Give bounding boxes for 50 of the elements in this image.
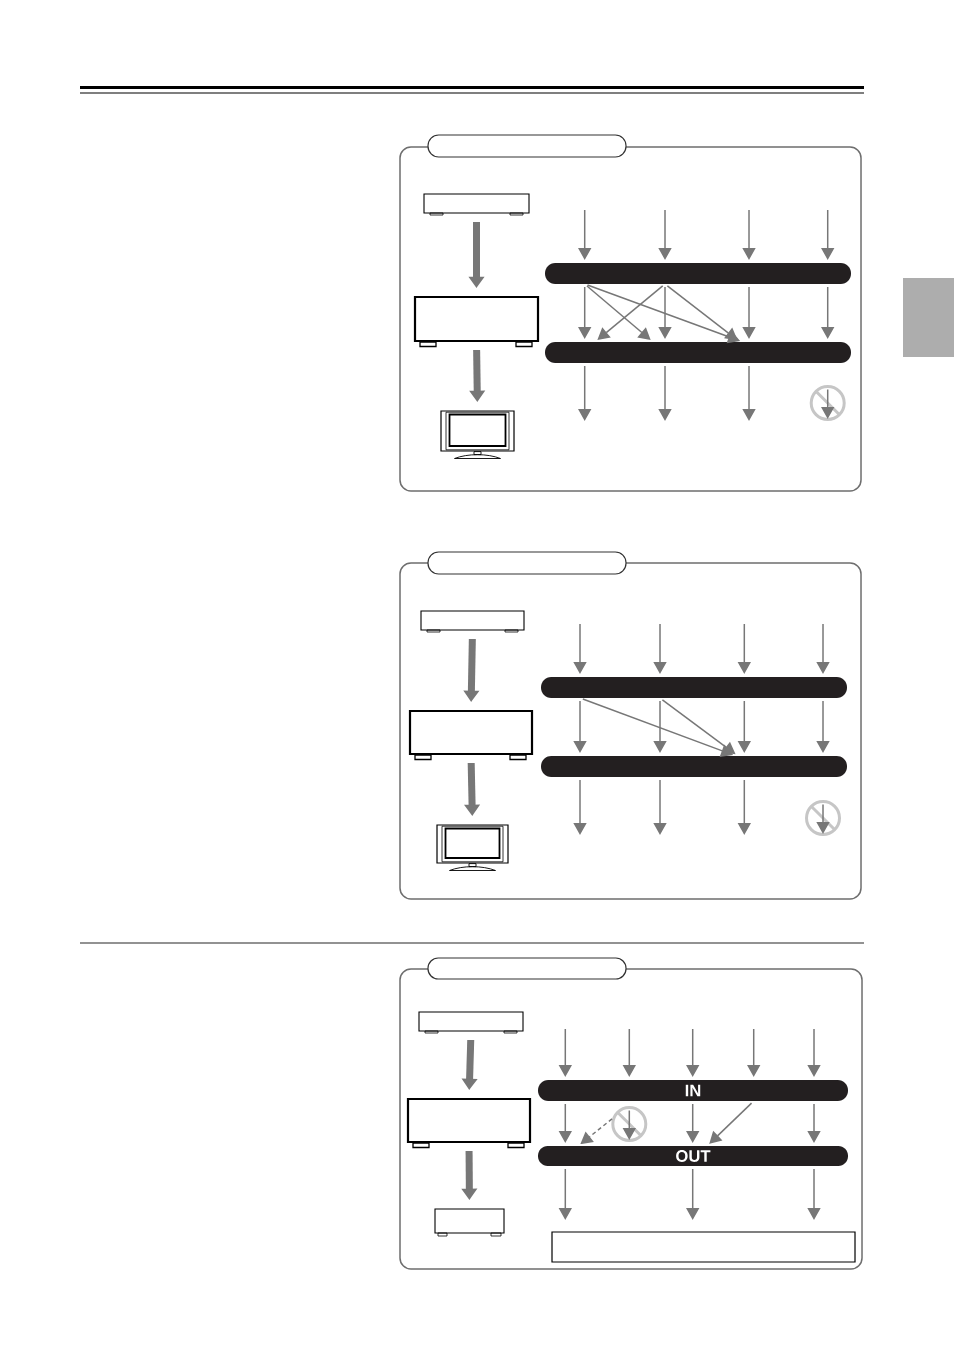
receiver-drawing (408, 709, 534, 761)
rounded-bar (541, 677, 847, 698)
arrow (807, 1168, 821, 1220)
arrow (653, 779, 667, 835)
arrow (686, 1168, 700, 1220)
prohibited-icon (805, 800, 841, 836)
arrow (742, 365, 756, 421)
receiver-drawing (406, 1097, 532, 1149)
arrow (807, 1028, 821, 1077)
title-tab (427, 134, 627, 158)
player-drawing (420, 610, 525, 633)
rounded-bar: IN (538, 1080, 848, 1101)
device-drawing (434, 1208, 505, 1237)
player-drawing (423, 193, 530, 216)
arrow (573, 779, 587, 835)
rounded-bar (545, 263, 851, 284)
tv-drawing (440, 410, 515, 459)
arrow (661, 699, 736, 755)
arrow (821, 286, 835, 339)
rounded-bar: OUT (538, 1146, 848, 1166)
arrow (747, 1028, 761, 1077)
arrow (573, 623, 587, 674)
arrow (686, 1103, 700, 1143)
arrow (807, 1103, 821, 1143)
arrow (821, 209, 835, 260)
arrow (742, 209, 756, 260)
arrow (742, 286, 756, 339)
receiver-drawing (413, 295, 540, 348)
arrow (578, 209, 592, 260)
rounded-bar (541, 756, 847, 777)
prohibited-icon (809, 385, 846, 421)
arrow (709, 1102, 753, 1144)
arrow (653, 623, 667, 674)
arrow (686, 1028, 700, 1077)
arrow (658, 286, 672, 339)
arrow (653, 700, 667, 753)
player-drawing (418, 1011, 524, 1034)
arrow (573, 700, 587, 753)
rounded-bar (545, 342, 851, 363)
arrow (816, 700, 830, 753)
prohibited-icon (611, 1106, 648, 1142)
tv-drawing (436, 824, 509, 871)
arrow (578, 365, 592, 421)
title-tab (427, 551, 627, 575)
arrow (658, 209, 672, 260)
arrow (658, 365, 672, 421)
arrow (578, 286, 592, 339)
title-tab (427, 957, 627, 980)
arrow (816, 623, 830, 674)
note-box (551, 1231, 856, 1263)
